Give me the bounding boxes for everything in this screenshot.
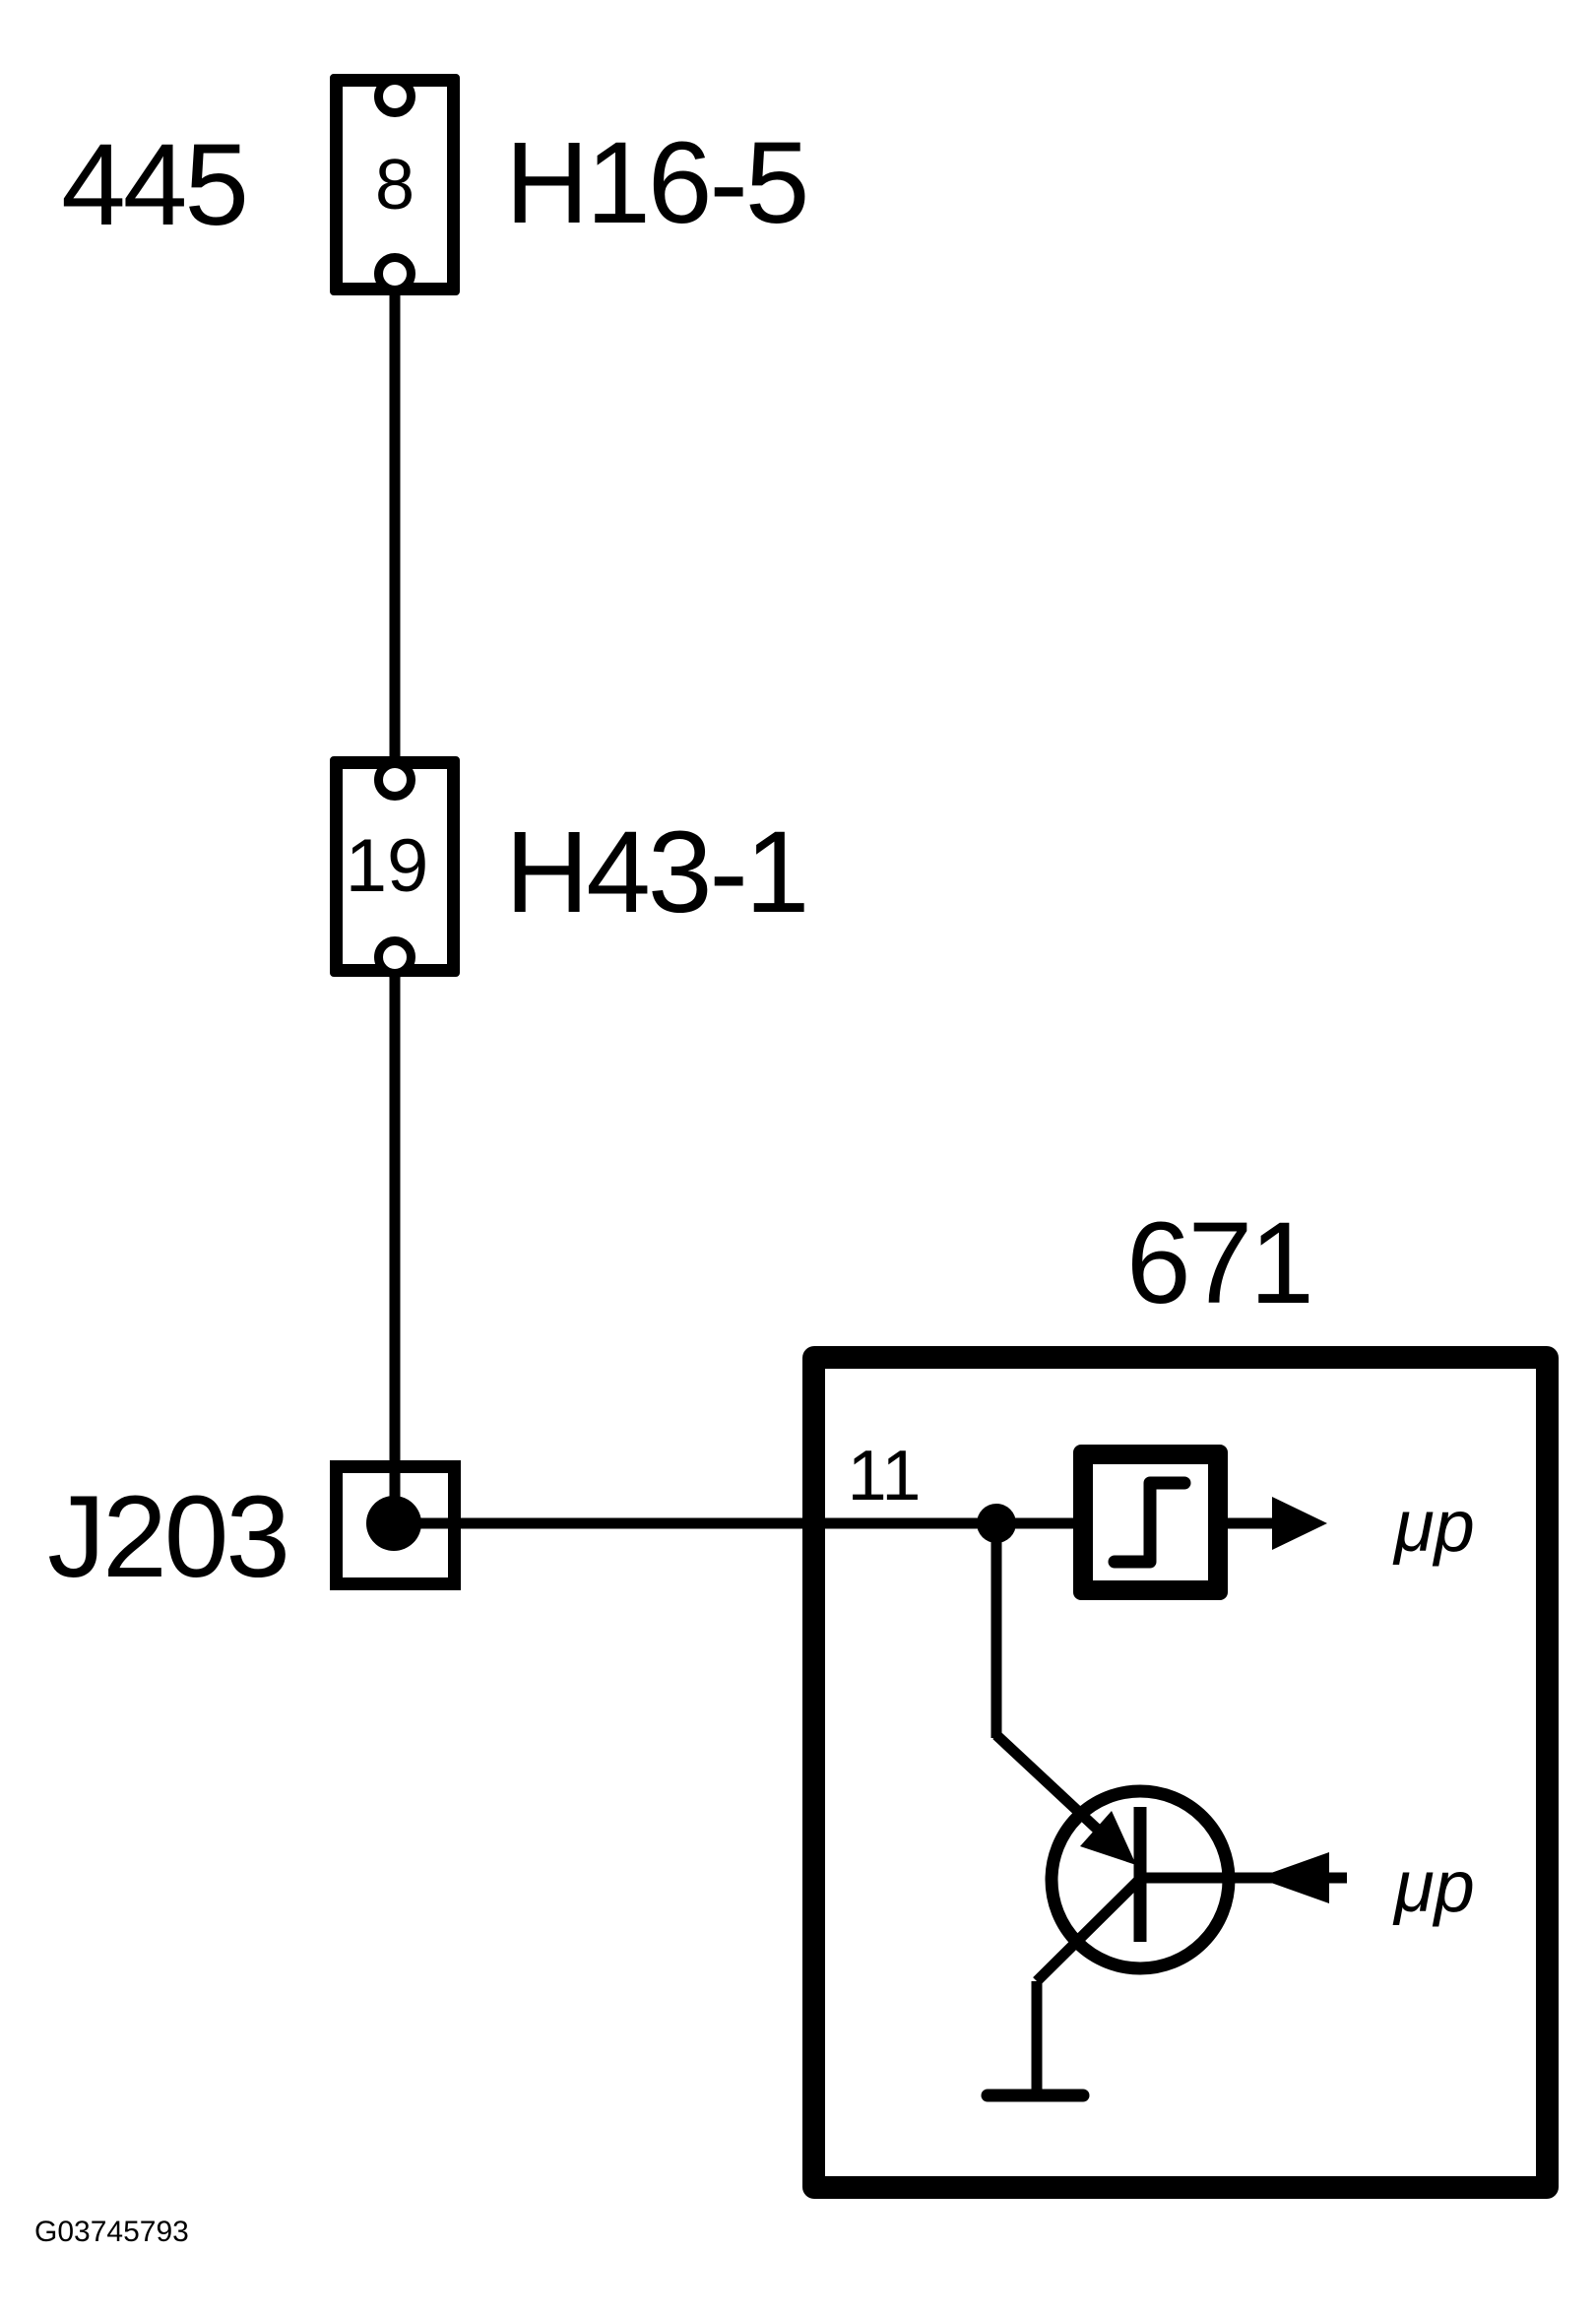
- wire-emitter-diagonal: [1033, 1875, 1144, 1985]
- figure-code: G03745793: [34, 2216, 189, 2248]
- arrow-left-icon: [1257, 1852, 1329, 1903]
- module-671-label: 671: [1126, 1198, 1314, 1328]
- pin-8-label: 8: [374, 145, 415, 225]
- splice-dot-icon: [366, 1496, 421, 1551]
- module-671-box: [802, 1346, 1559, 2199]
- arrow-right-icon: [1272, 1497, 1327, 1550]
- schmitt-trigger-box: [1073, 1445, 1228, 1600]
- microprocessor-label-top: μp: [1394, 1485, 1475, 1567]
- terminal-hole-icon: [374, 759, 415, 801]
- terminal-hole-icon: [374, 76, 415, 117]
- microprocessor-label-bottom: μp: [1394, 1845, 1475, 1927]
- component-445-label: 445: [61, 120, 249, 250]
- base-arrowhead-icon: [1080, 1811, 1136, 1865]
- splice-j203-label: J203: [47, 1472, 290, 1602]
- terminal-hole-icon: [374, 253, 415, 294]
- pin-19-label: 19: [345, 824, 429, 908]
- schmitt-step-icon: [1108, 1476, 1191, 1569]
- pin-11-label: 11: [847, 1437, 922, 1515]
- terminal-hole-icon: [374, 936, 415, 978]
- splice-j203-box: [330, 1460, 461, 1590]
- connector-h43-1-box: 19: [330, 756, 460, 978]
- connector-h16-5-label: H16-5: [505, 118, 809, 248]
- connector-h43-1-label: H43-1: [505, 807, 809, 937]
- connector-h16-5-box: 8: [330, 74, 460, 295]
